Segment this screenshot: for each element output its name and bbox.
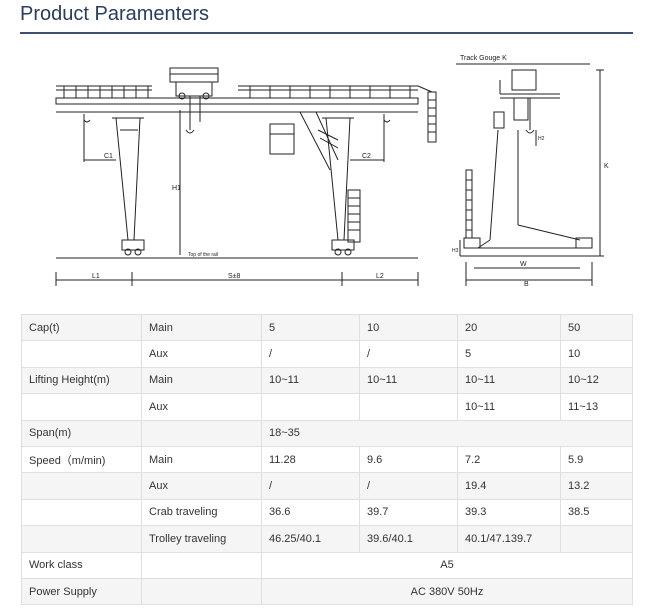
table-cell: Crab traveling [141,498,262,527]
label-w: W [520,261,527,268]
label-top-of-rail: Top of the rail [188,252,218,258]
table-cell: Aux [141,472,262,500]
table-cell: 9.6 [359,445,458,474]
table-cell: 11.28 [261,445,360,474]
table-cell [141,551,262,579]
table-row: Work class A5 [21,551,633,579]
table-row: Span(m) 18~35 [21,419,633,447]
table-row: Aux / / 19.4 13.2 [21,472,633,500]
label-h2: H2 [538,136,545,142]
table-row: Trolley traveling 46.25/40.1 39.6/40.1 4… [21,525,633,553]
table-cell: Speed（m/min) [21,445,142,474]
table-cell: Main [141,313,262,342]
parameters-table: Cap(t) Main 5 10 20 50 Aux / / 5 10 Lift… [21,313,633,606]
table-cell: 39.3 [457,498,561,527]
label-b: B [524,281,529,288]
label-track-gauge: Track Gouge K [460,55,507,62]
label-l2: L2 [376,273,384,280]
table-cell [21,525,142,553]
table-cell: 5 [457,340,561,368]
label-c1: C1 [104,153,113,160]
table-cell [141,577,262,606]
table-cell: / [261,472,360,500]
table-cell: A5 [261,551,633,579]
table-cell: 11~13 [560,393,633,421]
table-cell: 5.9 [560,445,633,474]
table-cell: 10~11 [359,366,458,395]
table-row: Lifting Height(m) Main 10~11 10~11 10~11… [21,366,633,395]
label-k: K [604,163,609,170]
table-cell: 36.6 [261,498,360,527]
table-cell: Aux [141,393,262,421]
table-cell: Main [141,366,262,395]
table-cell [21,498,142,527]
page-title: Product Paramenters [20,3,209,25]
table-cell: 50 [560,313,633,342]
table-row: Cap(t) Main 5 10 20 50 [21,313,633,342]
table-row: Speed（m/min) Main 11.28 9.6 7.2 5.9 [21,445,633,474]
table-cell: 19.4 [457,472,561,500]
table-row: Crab traveling 36.6 39.7 39.3 38.5 [21,498,633,527]
table-cell: 40.1/47.139.7 [457,525,561,553]
table-cell: 10 [359,313,458,342]
table-cell [21,472,142,500]
table-cell [21,393,142,421]
table-cell: 38.5 [560,498,633,527]
label-s: S±8 [228,273,241,280]
table-cell: 20 [457,313,561,342]
table-cell: 46.25/40.1 [261,525,360,553]
table-cell: / [261,340,360,368]
table-cell: Main [141,445,262,474]
table-cell: 10~11 [457,393,561,421]
table-cell: / [359,340,458,368]
table-cell: / [359,472,458,500]
table-cell: 18~35 [261,419,633,447]
table-cell [21,340,142,368]
table-cell [359,393,458,421]
label-h1: H1 [172,185,181,192]
table-cell [261,393,360,421]
table-cell [141,419,262,447]
table-cell: 39.7 [359,498,458,527]
table-cell: Work class [21,551,142,579]
table-cell: 39.6/40.1 [359,525,458,553]
table-cell: 13.2 [560,472,633,500]
table-row: Aux / / 5 10 [21,340,633,368]
table-cell [560,525,633,553]
label-l1: L1 [92,273,100,280]
title-divider [20,32,633,34]
table-cell: Lifting Height(m) [21,366,142,395]
table-cell: 10~11 [261,366,360,395]
table-cell: Span(m) [21,419,142,447]
table-cell: Trolley traveling [141,525,262,553]
front-elevation [55,67,437,286]
table-cell: 10~12 [560,366,633,395]
side-elevation [456,63,604,286]
table-row: Aux 10~11 11~13 [21,393,633,421]
table-cell: Aux [141,340,262,368]
gantry-crane-drawing: Track Gouge K C1 C2 H1 Top of the rail L… [55,55,609,288]
table-cell: 10 [560,340,633,368]
table-cell: 7.2 [457,445,561,474]
table-cell: Power Supply [21,577,142,606]
table-cell: Cap(t) [21,313,142,342]
table-row: Power Supply AC 380V 50Hz [21,577,633,606]
label-c2: C2 [362,153,371,160]
table-cell: AC 380V 50Hz [261,577,633,606]
table-cell: 10~11 [457,366,561,395]
label-h3: H3 [452,248,459,254]
table-cell: 5 [261,313,360,342]
